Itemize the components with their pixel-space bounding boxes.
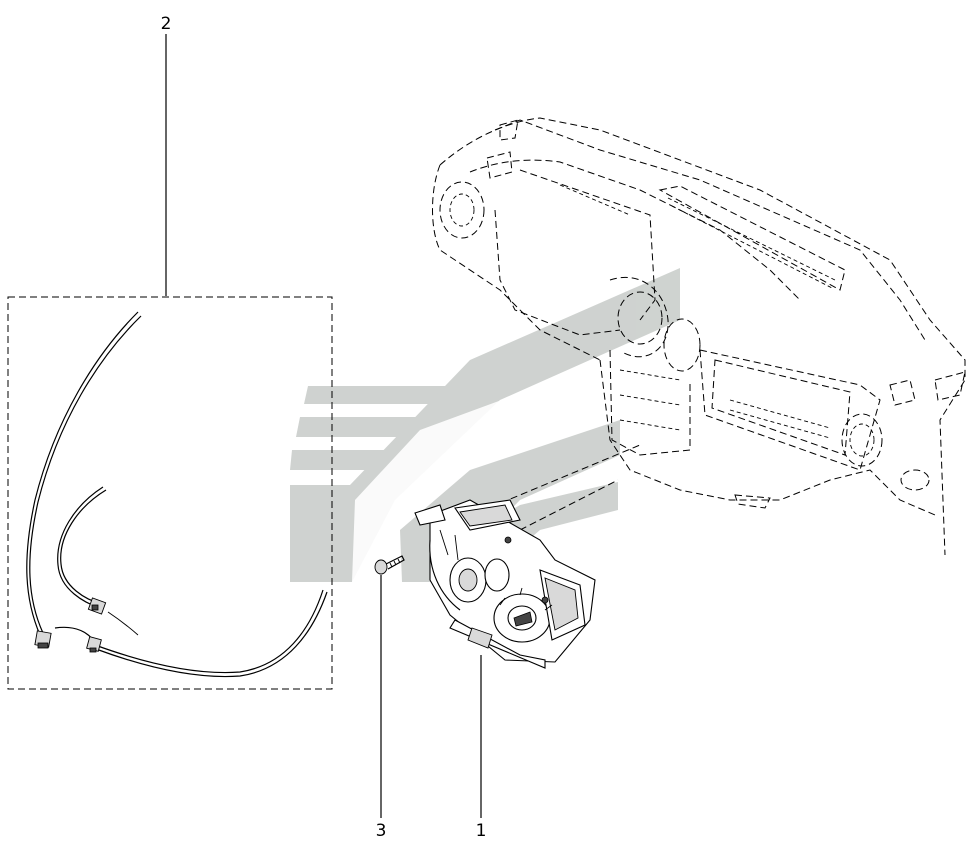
harness-kit-boundary bbox=[7, 296, 333, 690]
headlight-switch-module-icon bbox=[414, 499, 596, 669]
callout-3: 3 bbox=[376, 821, 387, 841]
callout-1: 1 bbox=[476, 821, 487, 841]
wiring-harness-icon bbox=[26, 311, 328, 678]
screw-icon bbox=[374, 555, 405, 575]
callout-2: 2 bbox=[161, 14, 172, 34]
dashboard-icon bbox=[432, 117, 966, 556]
